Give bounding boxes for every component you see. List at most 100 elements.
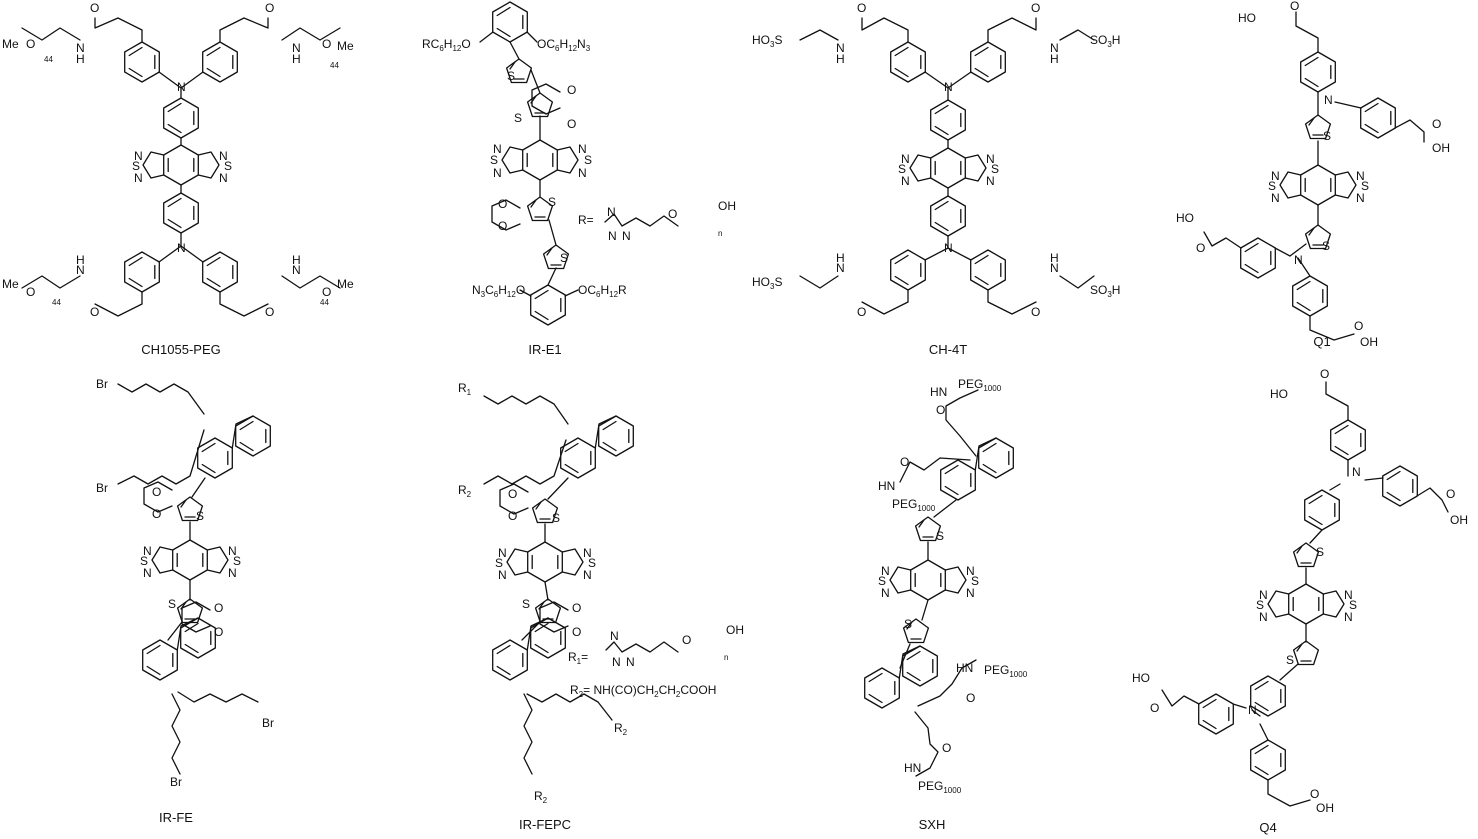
svg-text:S: S (1322, 239, 1330, 253)
svg-text:O: O (152, 485, 161, 499)
svg-text:S: S (196, 509, 204, 523)
svg-text:RC6H12O: RC6H12O (422, 37, 471, 53)
svg-text:O: O (1031, 1, 1040, 15)
svg-text:O: O (214, 601, 223, 615)
svg-text:N: N (177, 80, 186, 94)
svg-text:O: O (90, 305, 99, 319)
svg-text:N: N (966, 586, 975, 600)
svg-text:O: O (942, 741, 951, 755)
svg-text:44: 44 (330, 61, 339, 70)
svg-text:O: O (508, 509, 517, 523)
svg-text:N: N (966, 564, 975, 578)
svg-text:O: O (1196, 241, 1205, 255)
svg-text:N: N (498, 568, 507, 582)
svg-text:O: O (265, 305, 274, 319)
svg-text:O: O (857, 1, 866, 15)
svg-text:S: S (1349, 598, 1357, 612)
svg-text:O: O (966, 691, 975, 705)
svg-text:N: N (607, 205, 616, 219)
svg-text:S: S (1323, 129, 1331, 143)
svg-text:HO: HO (1270, 387, 1288, 401)
svg-text:Me: Me (337, 277, 354, 291)
svg-text:S: S (507, 69, 515, 83)
svg-text:OH: OH (1450, 513, 1468, 527)
svg-text:N: N (493, 166, 502, 180)
svg-text:O: O (152, 507, 161, 521)
svg-text:N: N (1248, 703, 1257, 717)
svg-text:OC6H12N3: OC6H12N3 (537, 37, 591, 53)
svg-text:N: N (583, 546, 592, 560)
svg-text:N: N (1271, 191, 1280, 205)
svg-text:OH: OH (1316, 801, 1334, 815)
svg-text:R2: R2 (534, 789, 548, 805)
svg-text:S: S (588, 556, 596, 570)
svg-text:S: S (548, 195, 556, 209)
svg-text:PEG1000: PEG1000 (958, 377, 1002, 393)
svg-text:N: N (76, 41, 85, 55)
svg-text:S: S (560, 251, 568, 265)
svg-text:S: S (584, 153, 592, 167)
svg-text:R2: R2 (458, 483, 472, 499)
svg-text:N: N (944, 80, 953, 94)
svg-text:H: H (1050, 251, 1059, 265)
svg-text:O: O (936, 403, 945, 417)
svg-text:HO: HO (1132, 671, 1150, 685)
molecule-ir-e1: RC6H12O OC6H12N3 S S O O N S N N S N O O… (422, 1, 736, 357)
svg-text:O: O (498, 197, 507, 211)
svg-text:N: N (292, 263, 301, 277)
svg-text:Me: Me (337, 39, 354, 53)
svg-text:n: n (724, 653, 728, 662)
svg-text:N: N (578, 142, 587, 156)
svg-text:N: N (1050, 41, 1059, 55)
svg-text:S: S (936, 529, 944, 543)
svg-text:H: H (836, 52, 845, 66)
label-q1: Q1 (1313, 334, 1330, 349)
svg-text:O: O (1320, 367, 1329, 381)
molecule-ir-fepc: R1 R2 O O S N S N N S N S O O R1= N N N … (458, 381, 744, 832)
svg-text:Br: Br (262, 716, 274, 730)
svg-text:S: S (552, 511, 560, 525)
svg-text:n: n (718, 229, 722, 238)
svg-text:N: N (622, 229, 631, 243)
svg-text:N: N (143, 544, 152, 558)
svg-text:S: S (1316, 545, 1324, 559)
label-ir-fepc: IR-FEPC (519, 817, 571, 832)
svg-text:O: O (1290, 0, 1299, 13)
molecule-ir-fe: Br Br O O S N S N N S N S O O Br Br IR-F… (96, 377, 274, 825)
svg-text:R=: R= (578, 213, 594, 227)
svg-text:N: N (626, 655, 635, 669)
svg-text:S: S (1256, 598, 1264, 612)
svg-text:N: N (1294, 253, 1303, 267)
label-q4: Q4 (1259, 820, 1276, 835)
svg-text:O: O (1446, 487, 1455, 501)
svg-text:R2= NH(CO)CH2CH2COOH: R2= NH(CO)CH2CH2COOH (570, 683, 716, 699)
svg-text:44: 44 (320, 298, 329, 307)
svg-text:N: N (610, 629, 619, 643)
svg-text:S: S (132, 159, 140, 173)
svg-text:OC6H12R: OC6H12R (578, 283, 627, 299)
svg-text:H: H (292, 253, 301, 267)
svg-text:OH: OH (718, 199, 736, 213)
svg-text:Me: Me (2, 37, 19, 51)
svg-text:N: N (612, 655, 621, 669)
svg-text:Br: Br (96, 481, 108, 495)
svg-text:S: S (514, 111, 522, 125)
svg-text:N: N (134, 171, 143, 185)
svg-text:O: O (26, 285, 35, 299)
svg-text:S: S (878, 574, 886, 588)
svg-text:O: O (900, 455, 909, 469)
svg-text:HN: HN (956, 661, 973, 675)
svg-text:O: O (265, 1, 274, 15)
svg-text:N: N (881, 586, 890, 600)
svg-text:N: N (219, 171, 228, 185)
svg-text:Br: Br (170, 775, 182, 789)
svg-text:O: O (572, 601, 581, 615)
svg-text:O: O (572, 625, 581, 639)
svg-text:HN: HN (878, 479, 895, 493)
svg-text:N: N (901, 174, 910, 188)
svg-text:N: N (1259, 588, 1268, 602)
svg-text:S: S (1286, 653, 1294, 667)
svg-text:S: S (224, 159, 232, 173)
svg-text:PEG1000: PEG1000 (918, 779, 962, 795)
